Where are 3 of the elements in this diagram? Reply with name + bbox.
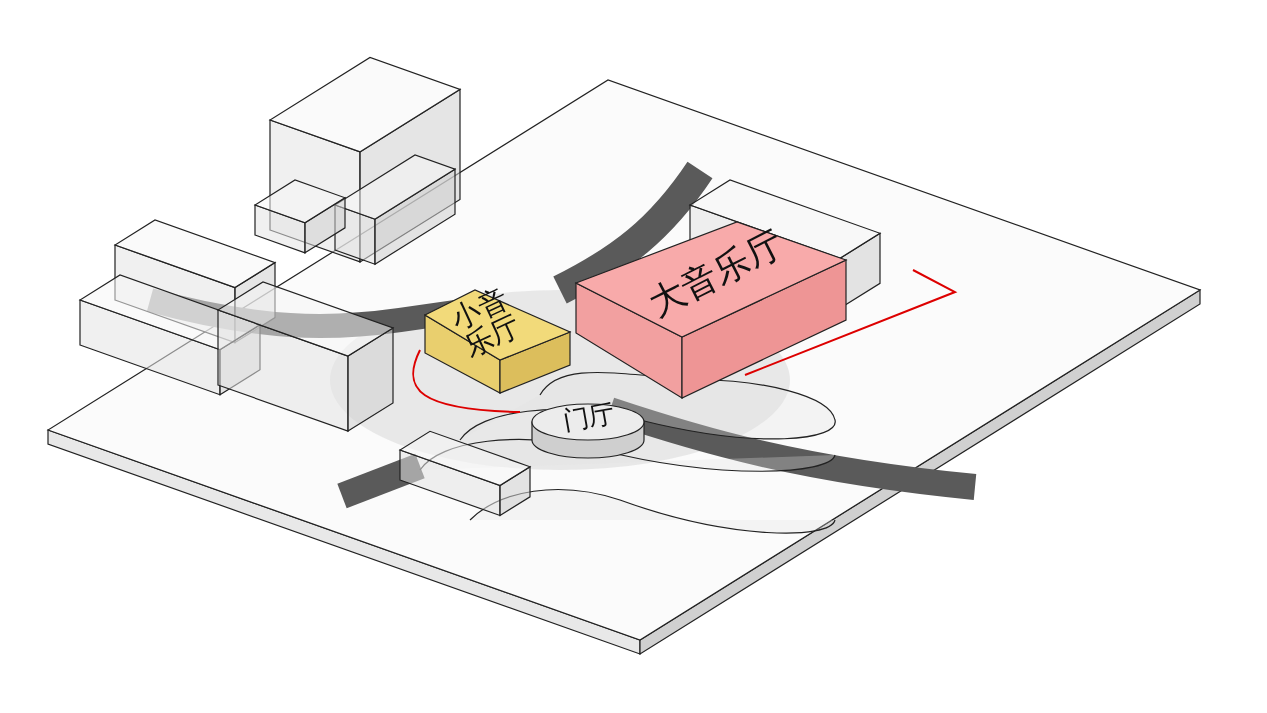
hall-label: 大音乐厅: [641, 221, 791, 327]
hall-label: 门厅: [559, 398, 619, 438]
hall-label: 小音乐厅: [445, 280, 527, 364]
